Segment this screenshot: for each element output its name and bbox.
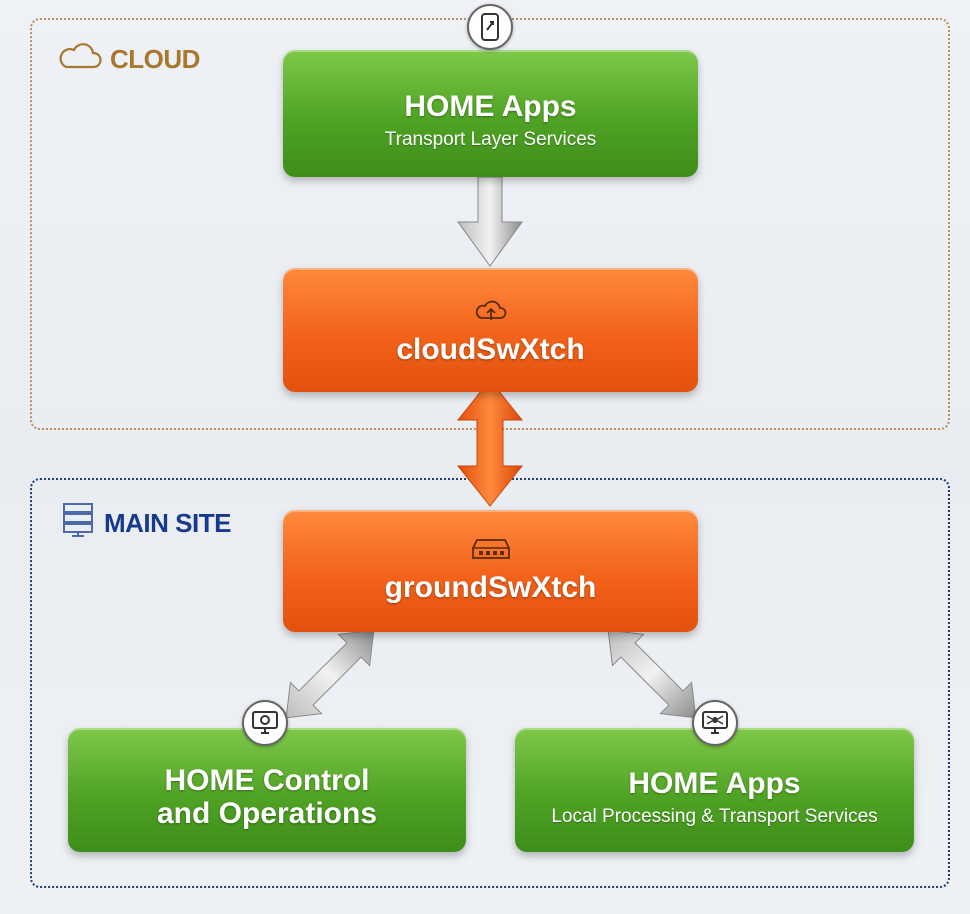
server-rack-icon	[60, 502, 96, 545]
mobile-app-icon	[467, 4, 513, 50]
groundswxtch-node[interactable]: groundSwXtch	[283, 510, 698, 632]
node-title-line2: and Operations	[156, 797, 378, 830]
node-title: cloudSwXtch	[396, 333, 585, 366]
monitor-gear-icon	[242, 700, 288, 746]
node-subtitle: Transport Layer Services	[384, 129, 597, 150]
home-apps-cloud-node[interactable]: HOME Apps Transport Layer Services	[283, 50, 698, 177]
node-title-line1: HOME Control	[164, 764, 370, 797]
cloud-zone-label: CLOUD	[58, 42, 200, 77]
network-switch-icon	[471, 538, 511, 565]
main-site-label-text: MAIN SITE	[104, 508, 231, 538]
double-arrow-cloud-ground	[456, 379, 524, 507]
cloudswxtch-node[interactable]: cloudSwXtch	[283, 268, 698, 392]
node-title: HOME Apps	[404, 90, 577, 123]
home-apps-local-node[interactable]: HOME Apps Local Processing & Transport S…	[515, 728, 914, 852]
down-arrow-apps-to-cloudswxtch	[457, 176, 523, 267]
cloud-label-text: CLOUD	[110, 44, 200, 74]
node-title: HOME Apps	[628, 766, 801, 800]
node-title: groundSwXtch	[384, 571, 597, 604]
double-arrow-ground-control	[285, 629, 375, 719]
monitor-network-icon	[692, 700, 738, 746]
cloud-icon	[58, 42, 102, 77]
main-site-zone-label: MAIN SITE	[60, 502, 231, 545]
node-subtitle: Local Processing & Transport Services	[551, 805, 878, 827]
home-control-node[interactable]: HOME Control and Operations	[68, 728, 466, 852]
cloud-upload-icon	[474, 298, 508, 327]
